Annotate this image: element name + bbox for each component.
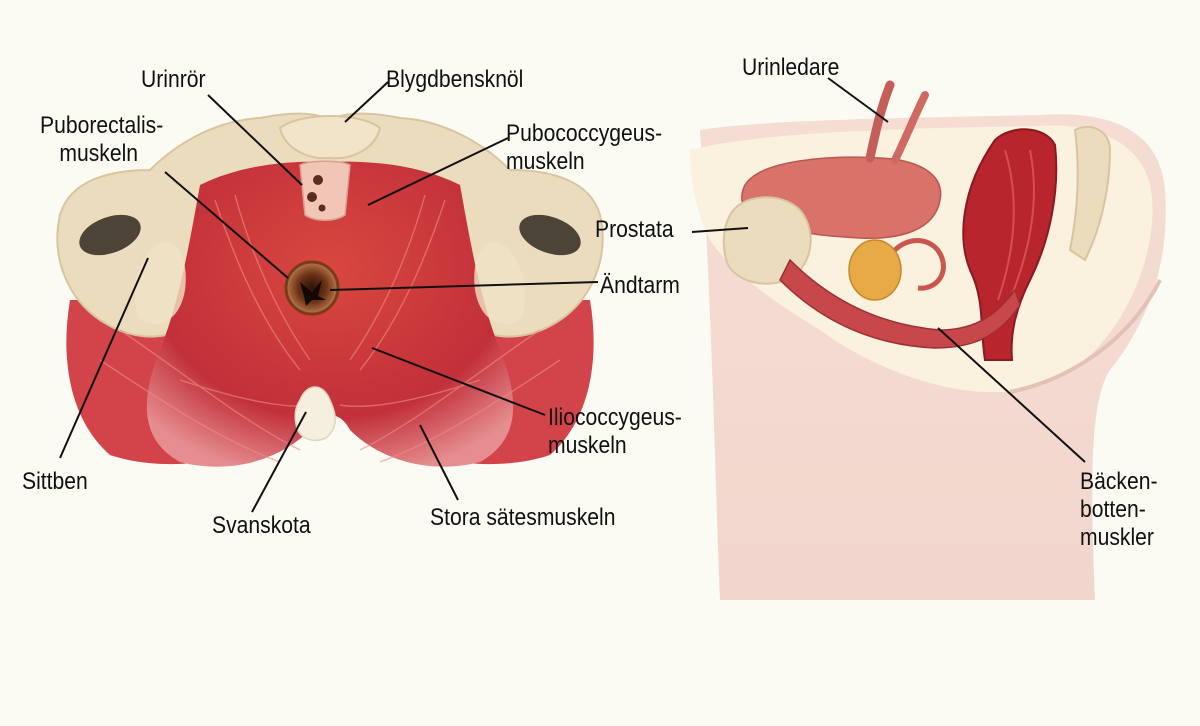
leader-sittben (59, 257, 149, 459)
label-puborectalis-line2: muskeln (59, 140, 139, 167)
leader-andtarm (329, 281, 599, 291)
label-backenbotten: Bäcken- botten- muskler (1080, 468, 1157, 552)
label-andtarm: Ändtarm (600, 272, 680, 300)
pelvic-floor-illustration (56, 112, 604, 467)
leader-backenbotten (937, 327, 1086, 463)
label-pubococcygeus: Pubococcygeus- muskeln (506, 120, 662, 176)
sacrum (1068, 125, 1112, 262)
pubic-symphysis (278, 115, 382, 160)
label-backenbotten-line1: Bäcken- (1080, 468, 1158, 495)
label-iliococcygeus: Iliococcygeus- muskeln (548, 404, 682, 460)
label-urinledare: Urinledare (742, 54, 839, 82)
muscle-fibres (99, 194, 561, 463)
leader-prostata (691, 227, 749, 233)
label-stora-satesmuskeln: Stora sätesmuskeln (430, 504, 615, 532)
label-sittben-text: Sittben (22, 468, 88, 495)
label-blygdbensknol: Blygdbensknöl (386, 66, 523, 94)
coccyx (294, 386, 336, 442)
obturator-hole-left (79, 214, 141, 256)
levator-ani-muscle (146, 161, 514, 467)
urethra-opening (299, 160, 351, 221)
leader-stora-satesmuskeln (419, 424, 459, 501)
label-svanskota-text: Svanskota (212, 512, 311, 539)
label-urinror-text: Urinrör (141, 66, 206, 93)
leader-lines (59, 77, 1086, 513)
prostate (848, 239, 902, 301)
label-puborectalis-line1: Puborectalis- (40, 112, 164, 139)
leader-svanskota (251, 411, 307, 513)
pelvic-floor-muscle (779, 258, 1021, 349)
label-andtarm-text: Ändtarm (600, 272, 680, 299)
label-blygdbensknol-text: Blygdbensknöl (386, 66, 524, 93)
leader-pubococcygeus (367, 137, 509, 206)
label-puborectalis: Puborectalis- muskeln (40, 112, 163, 168)
label-stora-satesmuskeln-text: Stora sätesmuskeln (430, 504, 616, 531)
rectum-opening (284, 260, 340, 316)
obturator-hole-right (519, 214, 581, 256)
leader-puborectalis (164, 171, 289, 279)
leader-urinledare (827, 77, 889, 123)
label-svanskota: Svanskota (212, 512, 311, 540)
leader-iliococcygeus (371, 347, 546, 416)
label-sittben: Sittben (22, 468, 88, 496)
label-backenbotten-line3: muskler (1080, 524, 1154, 551)
label-iliococcygeus-line1: Iliococcygeus- (548, 404, 682, 431)
ureter (865, 80, 895, 163)
label-urinledare-text: Urinledare (742, 54, 840, 81)
label-prostata-text: Prostata (595, 216, 674, 243)
sagittal-illustration (690, 80, 1166, 600)
label-backenbotten-line2: botten- (1080, 496, 1146, 523)
label-pubococcygeus-line1: Pubococcygeus- (506, 120, 663, 147)
label-pubococcygeus-line2: muskeln (506, 148, 585, 175)
leader-blygdbensknol (344, 81, 389, 123)
label-iliococcygeus-line2: muskeln (548, 432, 627, 459)
leader-urinror (207, 94, 303, 186)
label-prostata: Prostata (595, 216, 674, 244)
label-urinror: Urinrör (141, 66, 206, 94)
